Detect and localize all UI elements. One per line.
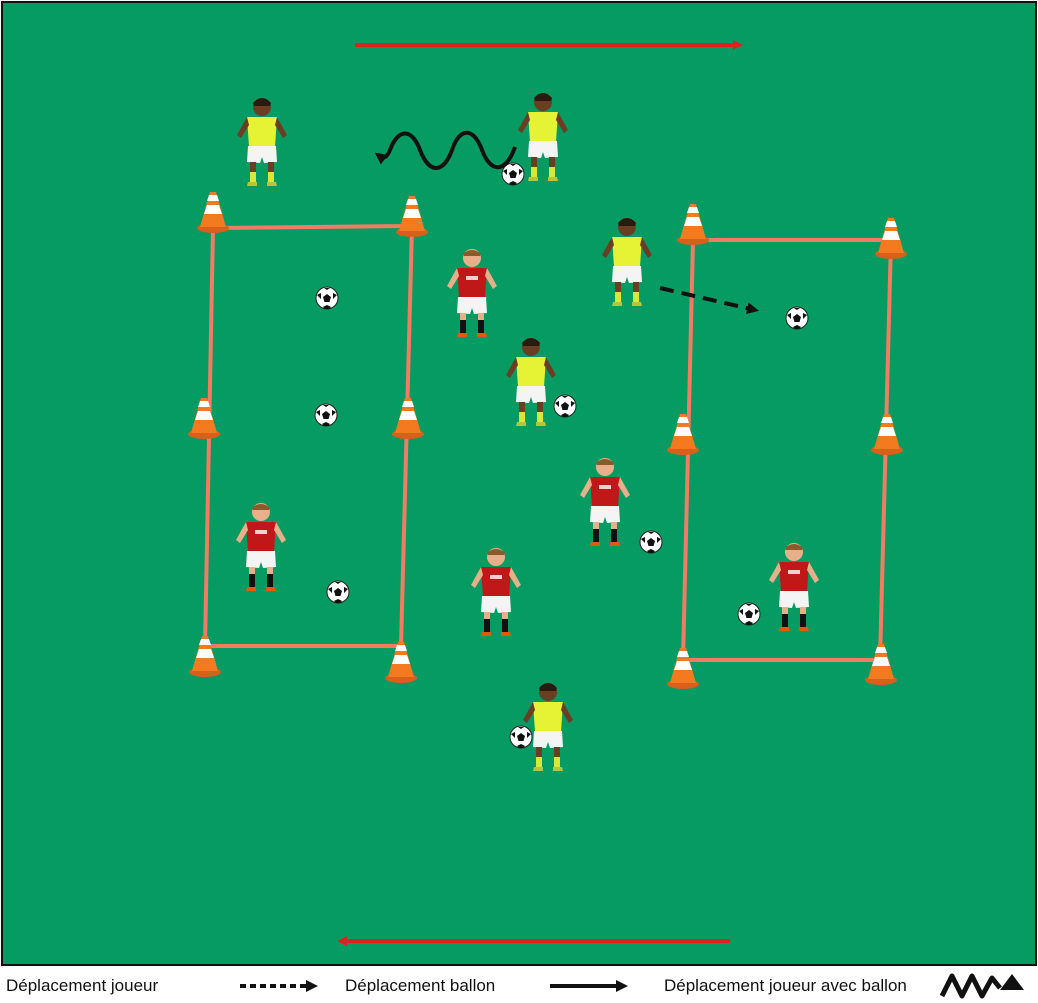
legend: Déplacement joueur Déplacement ballon Dé… xyxy=(0,968,1038,1003)
soccer-ball-icon xyxy=(786,307,808,329)
legend-label-player-movement: Déplacement joueur xyxy=(6,976,158,996)
soccer-ball-icon xyxy=(315,404,337,426)
soccer-ball-icon xyxy=(327,581,349,603)
legend-label-player-with-ball: Déplacement joueur avec ballon xyxy=(664,976,907,996)
wavy-arrow-head-icon xyxy=(1000,974,1024,990)
soccer-ball-icon xyxy=(554,395,576,417)
soccer-ball-icon xyxy=(510,726,532,748)
soccer-ball-icon xyxy=(738,603,760,625)
legend-label-ball-movement: Déplacement ballon xyxy=(345,976,495,996)
pitch xyxy=(2,2,1036,965)
soccer-ball-icon xyxy=(640,531,662,553)
soccer-ball-icon xyxy=(316,287,338,309)
wavy-arrow-icon xyxy=(942,976,1000,996)
